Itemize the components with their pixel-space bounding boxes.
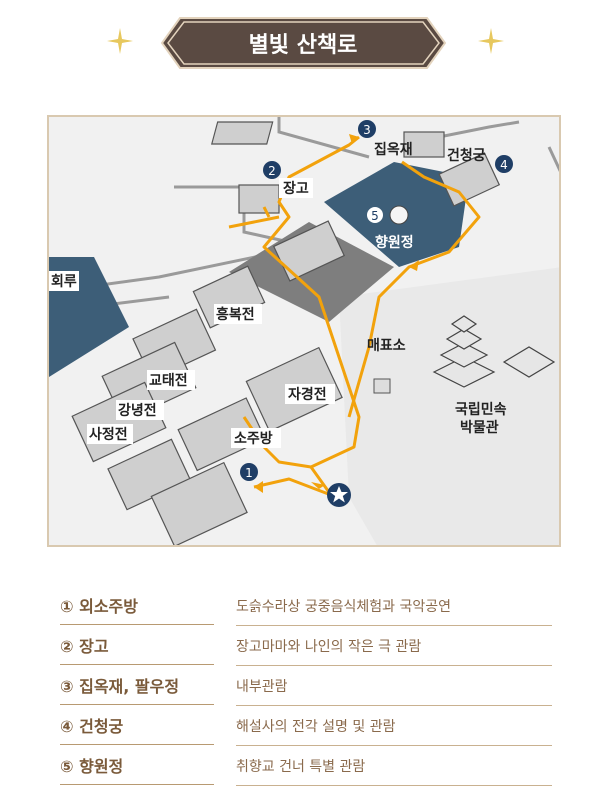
label-jagyeongjeon: 자경전 [288,386,327,403]
title-area: 별빛 산책로 [0,0,607,100]
sparkle-left-icon [107,28,133,54]
label-janggo: 장고 [283,180,309,197]
legend-item: ④ 건청궁 해설사의 전각 설명 및 관람 [60,712,552,752]
svg-text:5: 5 [371,209,379,223]
label-heungbokjeon: 흥복전 [216,306,255,323]
label-museum-line1: 국립민속 [455,401,507,418]
heungbokjeon-plaza [229,222,394,322]
hyangwonjeong-pavilion [389,205,409,225]
page-title: 별빛 산책로 [249,33,358,58]
route-arrows [254,134,419,493]
legend-item-name: ② 장고 [60,636,214,665]
label-maepyoso: 매표소 [367,338,406,354]
legend-item-desc: 내부관람 [236,676,552,706]
legend-item-name: ④ 건청궁 [60,716,214,745]
legend-item-desc: 취향교 건너 특별 관람 [236,756,552,786]
legend: ① 외소주방 도슭수라상 궁중음식체험과 국악공연 ② 장고 장고마마와 나인의… [60,592,552,792]
label-gyeonghoeru: 회루 [51,274,77,290]
label-geoncheonggung: 건청궁 [447,147,486,164]
label-sojubang: 소주방 [234,430,273,447]
kiosk [373,378,391,394]
legend-item-name: ③ 집옥재, 팔우정 [60,676,214,705]
start-star-icon[interactable] [327,483,351,507]
legend-item: ⑤ 향원정 취향교 건너 특별 관람 [60,752,552,792]
label-gangnyeongjeon: 강녕전 [118,402,157,419]
svg-text:3: 3 [363,123,371,137]
legend-item-name: ⑤ 향원정 [60,756,214,785]
map-labels: 장고 집옥재 건청궁 향원정 흥복전 매표소 교태전 자경전 강녕전 국립민속 … [49,141,507,448]
label-gyotaejeon: 교태전 [149,372,188,389]
legend-item-desc: 해설사의 전각 설명 및 관람 [236,716,552,746]
svg-text:2: 2 [268,164,276,178]
marker-4[interactable]: 4 [495,155,513,173]
legend-item: ① 외소주방 도슭수라상 궁중음식체험과 국악공연 [60,592,552,632]
svg-text:4: 4 [500,158,508,172]
museum-pagoda [432,315,556,388]
title-banner: 별빛 산책로 [160,17,447,69]
label-jipokjae: 집옥재 [374,141,413,158]
sparkle-right-icon [478,28,504,54]
label-hyangwonjeong: 향원정 [375,234,414,251]
lawn-area [339,267,559,545]
label-sajeongjeon: 사정전 [89,426,128,443]
legend-item-desc: 도슭수라상 궁중음식체험과 국악공연 [236,596,552,626]
svg-text:1: 1 [245,466,253,480]
marker-1[interactable]: 1 [240,463,258,481]
marker-3[interactable]: 3 [358,120,376,138]
palace-map: 1 2 3 4 5 장고 집옥재 건청궁 향원정 [47,115,561,547]
marker-2[interactable]: 2 [263,161,281,179]
legend-item-name: ① 외소주방 [60,596,214,625]
legend-item: ② 장고 장고마마와 나인의 작은 극 관람 [60,632,552,672]
legend-item: ③ 집옥재, 팔우정 내부관람 [60,672,552,712]
legend-item-desc: 장고마마와 나인의 작은 극 관람 [236,636,552,666]
label-museum-line2: 박물관 [460,419,499,436]
marker-5[interactable]: 5 [367,207,383,223]
